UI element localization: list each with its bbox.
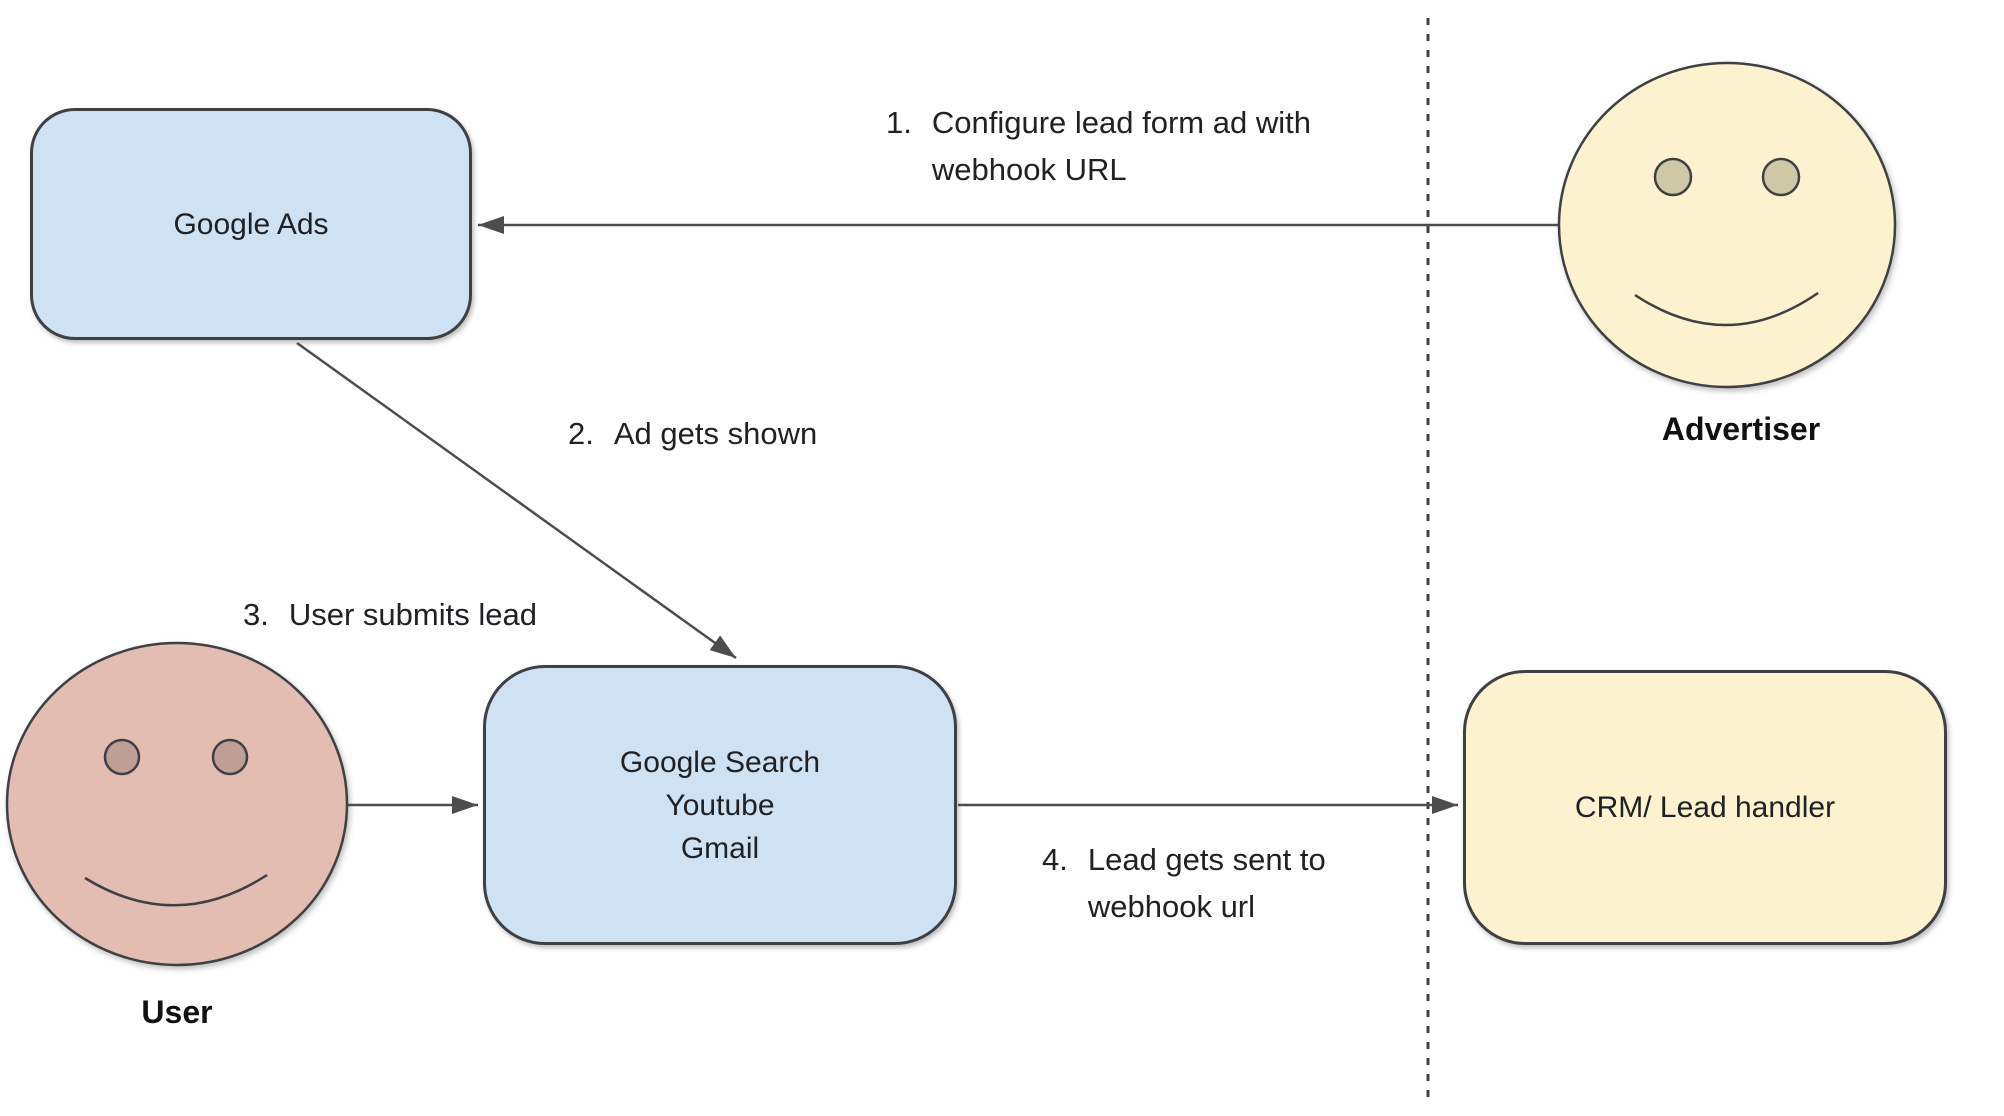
user-face-circle	[5, 641, 349, 967]
advertiser-face	[1557, 61, 1897, 389]
step-2-text: Ad gets shown	[613, 416, 818, 451]
user-left-eye	[103, 738, 141, 776]
user-smile	[84, 873, 268, 907]
crm-label: CRM/ Lead handler	[1574, 791, 1836, 824]
advertiser-smile	[1634, 291, 1819, 327]
crm-lead-handler-node: CRM/ Lead handler	[1463, 670, 1947, 945]
google-surfaces-node: Google Search Youtube Gmail	[483, 665, 957, 945]
google-surfaces-line-2: Youtube	[665, 788, 775, 822]
google-ads-node: Google Ads	[30, 108, 472, 340]
step-3-label: 3. User submits lead	[243, 591, 537, 638]
user-right-eye	[211, 738, 249, 776]
advertiser-caption: Advertiser	[1661, 411, 1821, 447]
step-4-text: Lead gets sent to webhook url	[1087, 842, 1326, 924]
google-ads-label: Google Ads	[173, 207, 329, 241]
step-1-number: 1.	[886, 105, 912, 140]
arrow-ad-gets-shown	[296, 341, 737, 660]
google-surfaces-line-3: Gmail	[680, 831, 760, 865]
step-1-text: Configure lead form ad with webhook URL	[931, 105, 1311, 187]
advertiser-face-circle	[1557, 61, 1897, 389]
step-1-label: 1. Configure lead form ad with webhook U…	[886, 99, 1392, 193]
step-2-label: 2. Ad gets shown	[568, 410, 817, 457]
user-caption: User	[141, 994, 213, 1030]
step-3-number: 3.	[243, 597, 269, 632]
step-3-text: User submits lead	[288, 597, 537, 632]
step-4-label: 4. Lead gets sent to webhook url	[1042, 836, 1388, 930]
step-2-number: 2.	[568, 416, 594, 451]
advertiser-left-eye	[1653, 157, 1693, 197]
user-face	[5, 641, 349, 967]
advertiser-right-eye	[1761, 157, 1801, 197]
step-4-number: 4.	[1042, 842, 1068, 877]
google-surfaces-line-1: Google Search	[619, 745, 821, 779]
